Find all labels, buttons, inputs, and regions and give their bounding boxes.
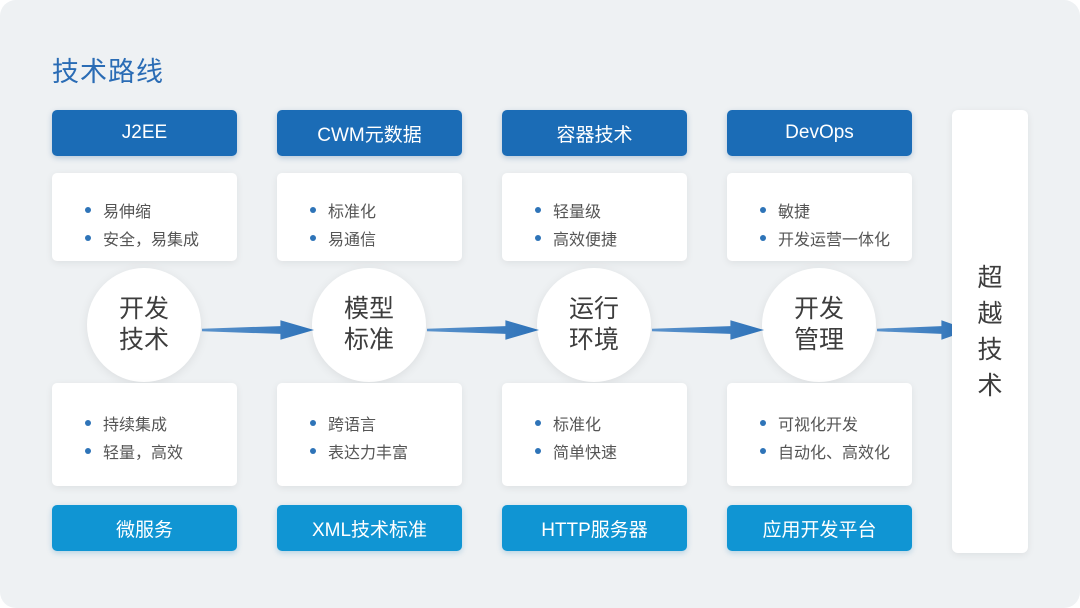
list-item: 敏捷 (760, 196, 912, 224)
bullet-icon (85, 447, 91, 454)
list-item: 表达力丰富 (310, 437, 462, 465)
bullet-icon (760, 207, 766, 213)
stage-circle: 开发 技术 (87, 268, 201, 382)
list-item-label: 开发运营一体化 (778, 232, 891, 249)
arrow-right-icon (652, 320, 764, 340)
bullet-icon (310, 419, 316, 426)
list-item-label: 持续集成 (103, 416, 168, 434)
top-bullet-list: 轻量级 高效便捷 (502, 173, 687, 261)
bottom-bullet-list: 可视化开发 自动化、高效化 (727, 383, 912, 486)
footer-box: 应用开发平台 (727, 505, 912, 551)
bullet-icon (310, 235, 316, 241)
bottom-bullet-list: 持续集成 轻量，高效 (52, 383, 237, 486)
bullet-icon (535, 419, 541, 426)
list-item-label: 轻量级 (553, 204, 602, 221)
list-item: 标准化 (310, 196, 462, 224)
bullet-icon (535, 447, 541, 454)
list-item-label: 安全，易集成 (103, 232, 200, 249)
bullet-icon (85, 235, 91, 241)
bullet-icon (535, 235, 541, 241)
list-item: 可视化开发 (760, 409, 912, 437)
list-item: 自动化、高效化 (760, 437, 912, 465)
list-item-label: 简单快速 (553, 444, 618, 462)
list-item: 易通信 (310, 224, 462, 252)
bottom-bullet-list: 标准化 简单快速 (502, 383, 687, 486)
header-box: CWM元数据 (277, 110, 462, 156)
stage-circle: 模型 标准 (312, 268, 426, 382)
arrow-right-icon (202, 320, 314, 340)
column-container: 容器技术 轻量级 高效便捷 运行 环境 标准化 简单快速 HTTP服务器 (502, 0, 687, 608)
list-item-label: 高效便捷 (553, 232, 618, 249)
header-box: DevOps (727, 110, 912, 156)
list-item: 轻量级 (535, 196, 687, 224)
footer-box: HTTP服务器 (502, 505, 687, 551)
list-item-label: 跨语言 (328, 416, 377, 434)
page-title: 技术路线 (52, 57, 164, 87)
list-item-label: 可视化开发 (778, 416, 859, 434)
flow-arrow-4 (877, 316, 969, 344)
column-j2ee: J2EE 易伸缩 安全，易集成 开发 技术 持续集成 轻量，高效 微服务 (52, 0, 237, 608)
stage-circle: 运行 环境 (537, 268, 651, 382)
list-item: 易伸缩 (85, 196, 237, 224)
flow-arrow-1 (202, 316, 314, 344)
bullet-icon (85, 419, 91, 426)
result-box: 超越技术 (952, 110, 1028, 553)
list-item: 持续集成 (85, 409, 237, 437)
list-item: 开发运营一体化 (760, 224, 912, 252)
header-box: 容器技术 (502, 110, 687, 156)
list-item-label: 标准化 (553, 416, 602, 434)
bullet-icon (535, 207, 541, 213)
footer-box: 微服务 (52, 505, 237, 551)
bullet-icon (760, 419, 766, 426)
bullet-icon (760, 447, 766, 454)
list-item-label: 敏捷 (778, 204, 811, 221)
flow-arrow-3 (652, 316, 764, 344)
arrow-right-icon (877, 320, 969, 340)
bullet-icon (760, 235, 766, 241)
flow-arrow-2 (427, 316, 539, 344)
bullet-icon (310, 207, 316, 213)
bullet-icon (85, 207, 91, 213)
top-bullet-list: 易伸缩 安全，易集成 (52, 173, 237, 261)
column-cwm: CWM元数据 标准化 易通信 模型 标准 跨语言 表达力丰富 XML技术标准 (277, 0, 462, 608)
arrow-right-icon (427, 320, 539, 340)
list-item-label: 易伸缩 (103, 204, 152, 221)
list-item: 安全，易集成 (85, 224, 237, 252)
bottom-bullet-list: 跨语言 表达力丰富 (277, 383, 462, 486)
list-item: 简单快速 (535, 437, 687, 465)
list-item: 轻量，高效 (85, 437, 237, 465)
list-item-label: 易通信 (328, 232, 377, 249)
column-devops: DevOps 敏捷 开发运营一体化 开发 管理 可视化开发 自动化、高效化 应用… (727, 0, 912, 608)
list-item-label: 表达力丰富 (328, 444, 409, 462)
list-item: 标准化 (535, 409, 687, 437)
list-item-label: 轻量，高效 (103, 444, 184, 462)
list-item: 跨语言 (310, 409, 462, 437)
bullet-icon (310, 447, 316, 454)
list-item-label: 自动化、高效化 (778, 444, 891, 462)
stage-circle: 开发 管理 (762, 268, 876, 382)
top-bullet-list: 敏捷 开发运营一体化 (727, 173, 912, 261)
top-bullet-list: 标准化 易通信 (277, 173, 462, 261)
header-box: J2EE (52, 110, 237, 156)
list-item-label: 标准化 (328, 204, 377, 221)
result-label: 超越技术 (977, 263, 1003, 400)
footer-box: XML技术标准 (277, 505, 462, 551)
list-item: 高效便捷 (535, 224, 687, 252)
